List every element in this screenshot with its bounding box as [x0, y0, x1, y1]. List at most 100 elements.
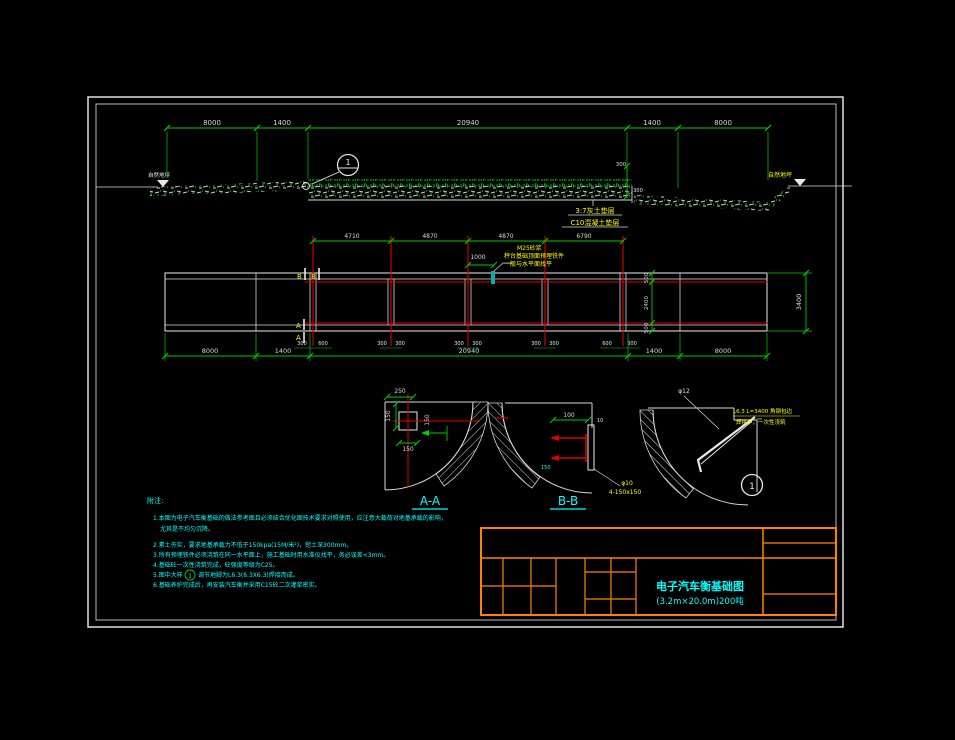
marker-b1: B: [297, 273, 302, 281]
detail-1: φ12 L6.3 L=3400 角钢包边 焊接牢，一次性浇筑 1: [639, 388, 800, 506]
ground-label-left: 自然地坪: [148, 171, 171, 179]
bb-dims: [549, 416, 592, 424]
note-line: 6.基础养护完成后，再安装汽车衡并采用C15砼二次灌浆密实。: [153, 581, 321, 589]
beam-dims: 300 600 300 300 300 300 300 300 600 300: [294, 341, 640, 349]
concrete-hatch: [639, 409, 695, 499]
dim-label: 4870: [422, 233, 437, 240]
dim-label: 6790: [576, 233, 591, 240]
beam-dim: 300: [549, 341, 559, 347]
note-line: 1.本图为电子汽车衡基础的做法参考图且必须结合优化图技术要求对照使用，应注意大载…: [153, 514, 447, 522]
plan-centerlines: [305, 236, 768, 346]
embed-note-1: M25砂浆: [517, 244, 542, 252]
concrete-hatch: [435, 401, 489, 487]
detail-callout: 1: [302, 153, 360, 190]
dim-label: 100: [563, 412, 575, 419]
section-label-aa: A-A: [420, 494, 441, 508]
ground-band-left: [150, 181, 308, 196]
sheet-border: [87, 96, 844, 628]
marker-a1: A: [296, 322, 301, 330]
dim-label: 250: [394, 388, 406, 395]
plan-view: 4710 4870 4870 6790 1000 M25砂浆 秤台基础顶面预埋铁…: [161, 233, 812, 361]
cushion-labels: 3:7灰土垫层 C10混凝土垫层: [562, 200, 628, 228]
note-line: 5.图中大样: [153, 571, 183, 579]
plan-side-dims: [648, 269, 812, 335]
plan-outline: [164, 272, 768, 332]
grass-strip: [308, 179, 632, 187]
concrete-hatch: [487, 402, 541, 489]
section-markers: B B A A: [296, 268, 320, 343]
beam-dim: 300: [297, 341, 307, 347]
beam-dim: 600: [318, 341, 328, 347]
beam-dim: 600: [602, 341, 612, 347]
drawing-subtitle: (3.2m×20.0m)200吨: [656, 596, 744, 607]
beam-dim: 300: [627, 341, 637, 347]
dim-label: 1400: [275, 347, 292, 355]
dim-label: 8000: [203, 119, 221, 127]
rebar-label-2: 4-150x150: [609, 489, 642, 496]
section-bb: 100 10 150 φ10 4-150x150 B-B: [487, 402, 642, 510]
aa-dims: [383, 393, 448, 447]
cushion-label-2: C10混凝土垫层: [571, 218, 620, 227]
profile-dim-lines: [163, 124, 772, 200]
level-marker-right: [794, 179, 806, 186]
marker-b2: B: [311, 273, 316, 281]
notes-heading: 附注:: [147, 496, 163, 505]
dim-label-pit: 1000: [470, 254, 485, 261]
title-block-grid: [480, 527, 837, 616]
note-line: 4.基础砼一次性浇筑完成，砼强度等级为C25。: [153, 561, 279, 569]
dim-label-total-width: 3400: [795, 294, 803, 311]
dim-label: 150: [402, 446, 414, 453]
dim-label: 20940: [459, 347, 480, 355]
detail-number-bubble: [740, 473, 764, 497]
dim-label: 4870: [498, 233, 513, 240]
rebar-label-1: φ10: [621, 480, 633, 487]
beam-dim: 300: [377, 341, 387, 347]
dim-label: 150: [385, 410, 392, 422]
dim-label: 1400: [646, 347, 663, 355]
dim-label: 1400: [643, 119, 661, 127]
beam-dim: 300: [472, 341, 482, 347]
dim-label: 500: [644, 272, 650, 283]
bar-label: φ12: [678, 388, 690, 395]
plan-top-dims: [309, 237, 627, 269]
dim-label: 4710: [344, 233, 359, 240]
note-line: 尤其是不均匀沉降。: [160, 525, 214, 533]
note-detail-num: 1: [188, 574, 192, 580]
dim-label: 1400: [273, 119, 291, 127]
dim-label: 150: [541, 465, 551, 471]
plan-bottom-dims: [161, 333, 771, 361]
cushion-label-1: 3:7灰土垫层: [575, 206, 614, 215]
title-block: 电子汽车衡基础图 (3.2m×20.0m)200吨: [480, 527, 837, 616]
embed-note-3: 一般与水平面找平: [504, 260, 552, 268]
dim-label-step: 300: [616, 162, 627, 168]
dim-label-step2: 300: [633, 188, 643, 194]
ground-label-right: 自然地坪: [768, 171, 792, 179]
embed-note-2: 秤台基础顶面预埋铁件: [504, 252, 564, 260]
embed-plate-marker: [491, 271, 495, 284]
dim-label: 8000: [714, 119, 732, 127]
dim-label: 2400: [644, 296, 650, 310]
drawing-title: 电子汽车衡基础图: [656, 579, 744, 593]
angle-steel: [696, 416, 756, 473]
marker-a2: A: [296, 334, 301, 342]
dim-label: 150: [424, 414, 431, 426]
dim-label: 10: [597, 418, 603, 424]
detail-number: 1: [749, 482, 755, 492]
dim-label: 20940: [457, 119, 479, 127]
level-marker-left: [157, 180, 169, 187]
note-line: 调节地脚为L6.3(6.3X6.3)焊接而成。: [198, 571, 299, 579]
section-aa: 250 150 150 150 A-A: [383, 388, 489, 510]
beam-dim: 300: [454, 341, 464, 347]
notes-block: 附注: 1.本图为电子汽车衡基础的做法参考图且必须结合优化图技术要求对照使用，应…: [147, 496, 447, 589]
callout-number: 1: [345, 158, 350, 167]
dim-label: 8000: [202, 347, 219, 355]
section-label-bb: B-B: [558, 494, 578, 508]
note-line: 2.素土夯实，要求地基承载力不低于150kpa(15M/米²)，挖土深300mm…: [153, 541, 352, 549]
beam-dim: 300: [531, 341, 541, 347]
ground-band-right: [634, 186, 790, 211]
dim-label: 8000: [715, 347, 732, 355]
beam-dim: 300: [395, 341, 405, 347]
profile-view: 自然地坪 自然地坪 8000 1400 20940 1400 8000 300 …: [96, 119, 852, 228]
